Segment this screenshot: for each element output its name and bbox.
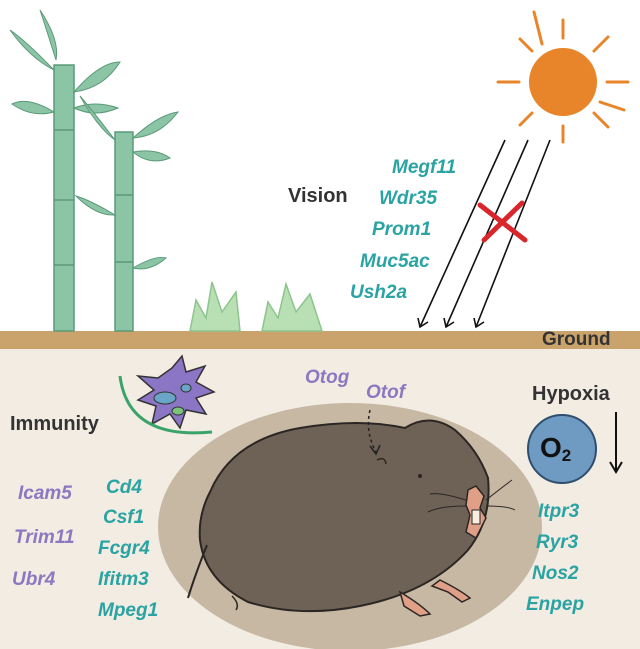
- gene-enpep: Enpep: [526, 595, 584, 614]
- gene-mpeg1: Mpeg1: [98, 601, 158, 620]
- gene-prom1: Prom1: [372, 220, 431, 239]
- gene-icam5: Icam5: [18, 484, 72, 503]
- gene-ryr3: Ryr3: [536, 533, 578, 552]
- o2-label: O2: [540, 434, 571, 464]
- gene-ubr4: Ubr4: [12, 570, 55, 589]
- gene-muc5ac: Muc5ac: [360, 252, 430, 271]
- ground-label: Ground: [542, 330, 611, 349]
- gene-itpr3: Itpr3: [538, 502, 579, 521]
- immunity-label: Immunity: [10, 414, 99, 434]
- gene-otog: Otog: [305, 368, 349, 387]
- gene-cd4: Cd4: [106, 478, 142, 497]
- o2-letter: O: [540, 432, 562, 463]
- o2-subscript: 2: [562, 446, 571, 465]
- gene-nos2: Nos2: [532, 564, 578, 583]
- vision-label: Vision: [288, 186, 348, 206]
- gene-csf1: Csf1: [103, 508, 144, 527]
- gene-megf11: Megf11: [392, 158, 456, 177]
- grass-icon: [190, 282, 322, 331]
- gene-ifitm3: Ifitm3: [98, 570, 149, 589]
- gene-otof: Otof: [366, 383, 405, 402]
- hypoxia-label: Hypoxia: [532, 384, 610, 404]
- gene-wdr35: Wdr35: [379, 189, 437, 208]
- gene-trim11: Trim11: [14, 528, 75, 547]
- gene-fcgr4: Fcgr4: [98, 539, 150, 558]
- bamboo-icon: [10, 10, 178, 331]
- gene-ush2a: Ush2a: [350, 283, 407, 302]
- sun-icon: [498, 12, 628, 142]
